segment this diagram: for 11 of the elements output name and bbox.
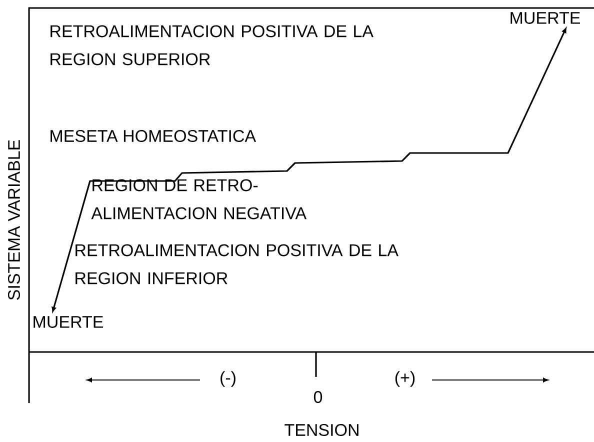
axis-label: TENSION (284, 424, 358, 436)
region-label: RETROALIMENTACION POSITIVA DE LA REGION SUPERIOR (50, 25, 374, 66)
direction-label: (-) (220, 371, 236, 387)
axis-label: SISTEMA VARIABLE (8, 140, 20, 300)
end-label: MUERTE (510, 12, 580, 24)
direction-label: (+) (395, 371, 415, 387)
end-label: MUERTE (34, 316, 103, 328)
tick-label: 0 (314, 390, 322, 404)
region-label: MESETA HOMEOSTATICA (50, 130, 256, 142)
curve (52, 28, 566, 312)
region-label: RETROALIMENTACION POSITIVA DE LA REGION INFERIOR (76, 244, 398, 284)
